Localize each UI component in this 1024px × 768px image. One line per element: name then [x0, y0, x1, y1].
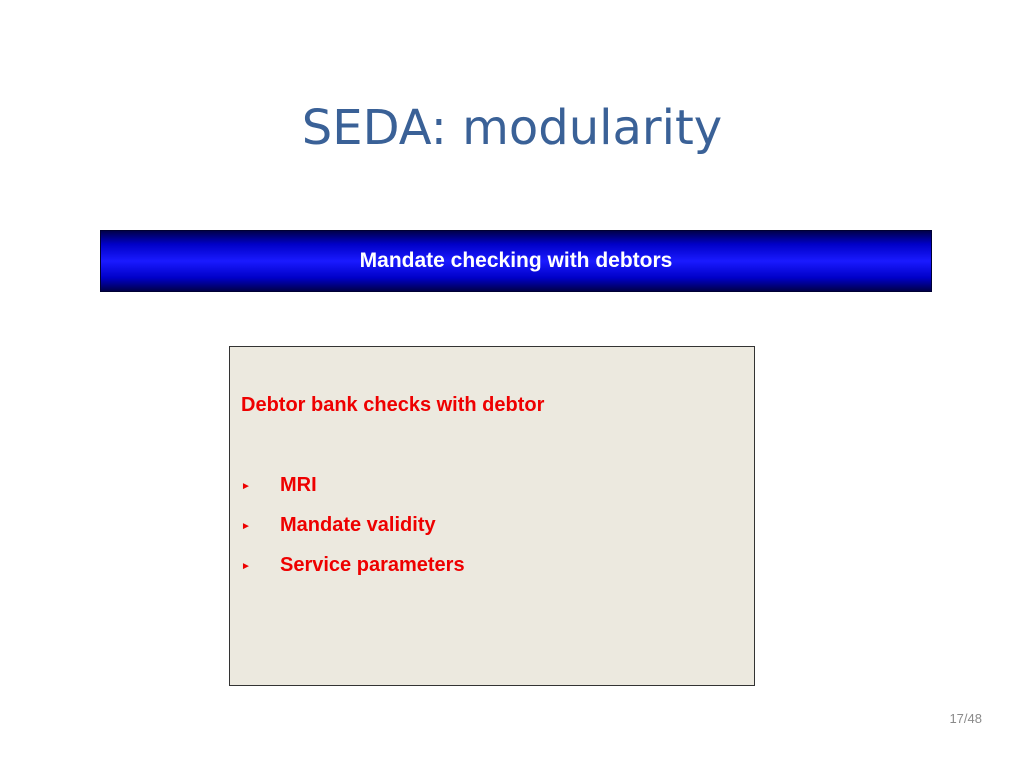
banner-text: Mandate checking with debtors: [359, 249, 673, 272]
list-item: ► MRI: [241, 473, 465, 513]
box-heading: Debtor bank checks with debtor: [241, 394, 545, 416]
triangle-right-bullet-icon: ►: [241, 561, 251, 572]
bullet-label: MRI: [280, 474, 317, 496]
slide-title: SEDA: modularity: [301, 100, 723, 156]
content-box: Debtor bank checks with debtor ► MRI ► M…: [229, 346, 755, 686]
bullet-label: Mandate validity: [280, 514, 436, 536]
triangle-right-bullet-icon: ►: [241, 481, 251, 492]
bullet-list: ► MRI ► Mandate validity ► Service param…: [241, 473, 465, 593]
bullet-label: Service parameters: [280, 554, 465, 576]
list-item: ► Service parameters: [241, 553, 465, 593]
triangle-right-bullet-icon: ►: [241, 521, 251, 532]
slide-number: 17/48: [949, 711, 982, 726]
list-item: ► Mandate validity: [241, 513, 465, 553]
banner: Mandate checking with debtors: [100, 230, 932, 292]
